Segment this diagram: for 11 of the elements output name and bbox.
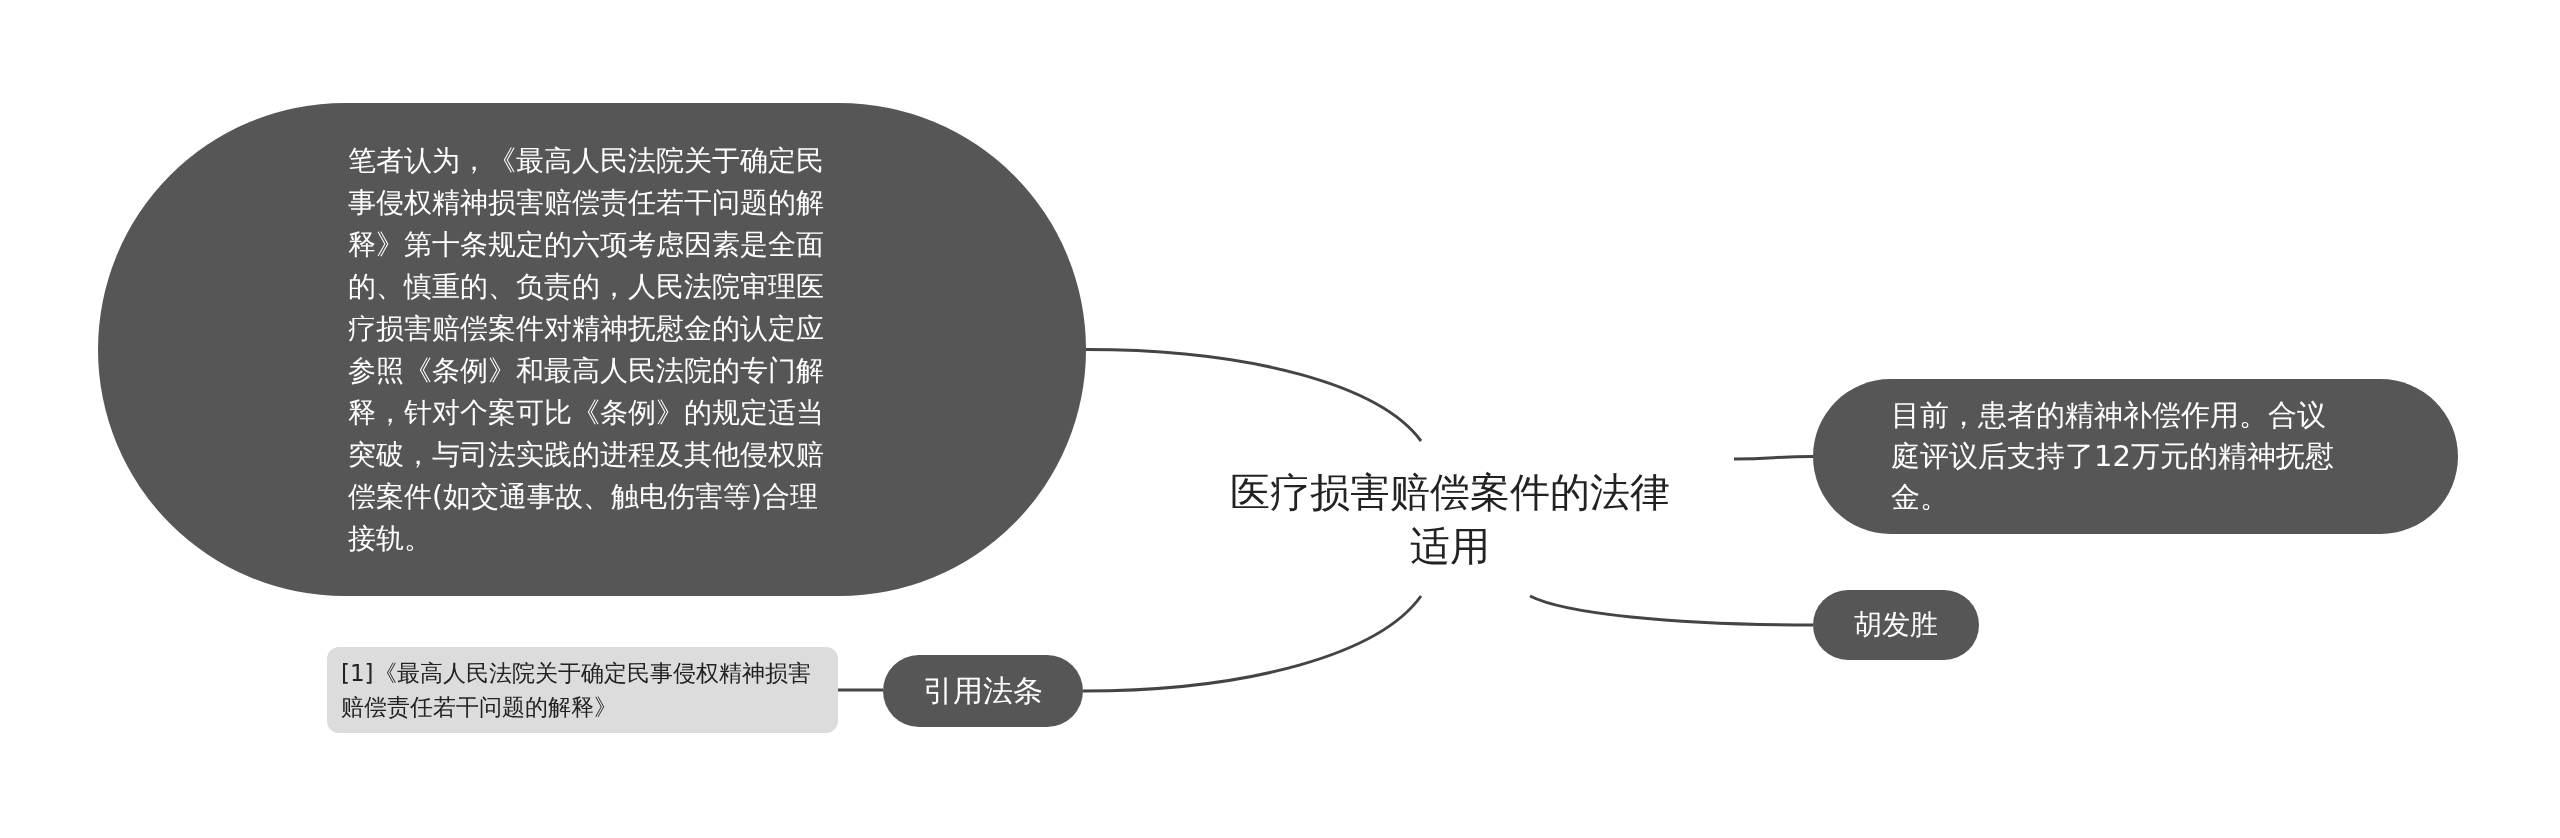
connector-line [838,688,883,692]
central-topic-text: 医疗损害赔偿案件的法律适用 [1166,441,1734,596]
topic-bubble: 笔者认为，《最高人民法院关于确定民事侵权精神损害赔偿责任若干问题的解释》第十条规定的六项考虑因素是全面的、慎重的、负责的，人民法院审理医疗损害赔偿案件对精神抚慰金的认定应参照《条例》和最高人民法院的专门解释，针对个案可比《条例》的规定适当突破，与司法实践的进程及其他侵权赔偿案件(如交通事故、触电伤害等)合理接轨。 [98,103,1086,596]
connector-line [1082,595,1423,693]
connector-line [1734,455,1813,461]
citation-box: [1]《最高人民法院关于确定民事侵权精神损害赔偿责任若干问题的解释》 [327,647,838,733]
connector-line [1529,594,1813,627]
connector-line [1085,348,1423,442]
topic-bubble: 胡发胜 [1813,590,1979,660]
topic-bubble: 目前，患者的精神补偿作用。合议庭评议后支持了12万元的精神抚慰金。 [1813,379,2458,534]
topic-bubble: 引用法条 [883,655,1083,727]
